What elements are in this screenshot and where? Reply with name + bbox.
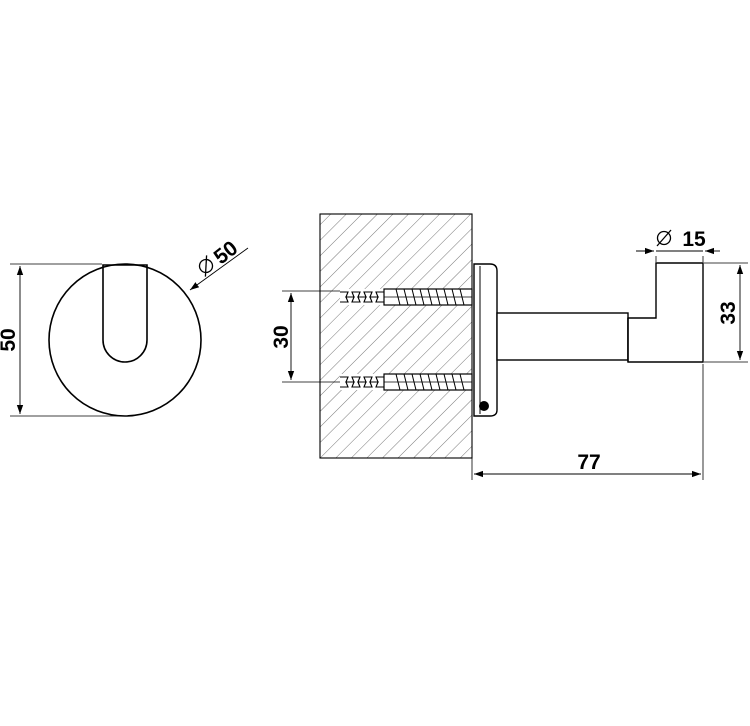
grub-screw-icon [479,401,489,411]
front-diameter-label: 50 [210,237,243,270]
diameter-symbol-icon [656,229,672,247]
projection-label: 77 [577,451,600,474]
side-view: 30 15 33 77 [270,213,748,480]
front-height-label: 50 [0,328,20,351]
hook-height-dimension: 33 [704,262,748,363]
hook-rod [496,312,629,361]
mounting-plate [473,263,498,417]
hook-slot-outline [102,264,148,363]
front-height-dimension: 50 [0,263,118,417]
screw-anchor-upper [340,288,473,306]
screw-spacing-dimension: 30 [270,290,340,383]
hook-head [627,262,704,363]
rod-diameter-dimension: 15 [636,228,720,262]
diameter-symbol-icon [198,255,214,277]
front-view: 50 50 [0,237,249,417]
wall-section [319,213,473,459]
screw-spacing-label: 30 [270,325,293,348]
projection-dimension: 77 [471,364,704,480]
rosette-outline [48,263,202,417]
hook-height-label: 33 [717,301,740,324]
rod-diameter-label: 15 [682,228,706,251]
screw-anchor-lower [340,373,473,391]
front-diameter-dimension: 50 [189,237,249,291]
